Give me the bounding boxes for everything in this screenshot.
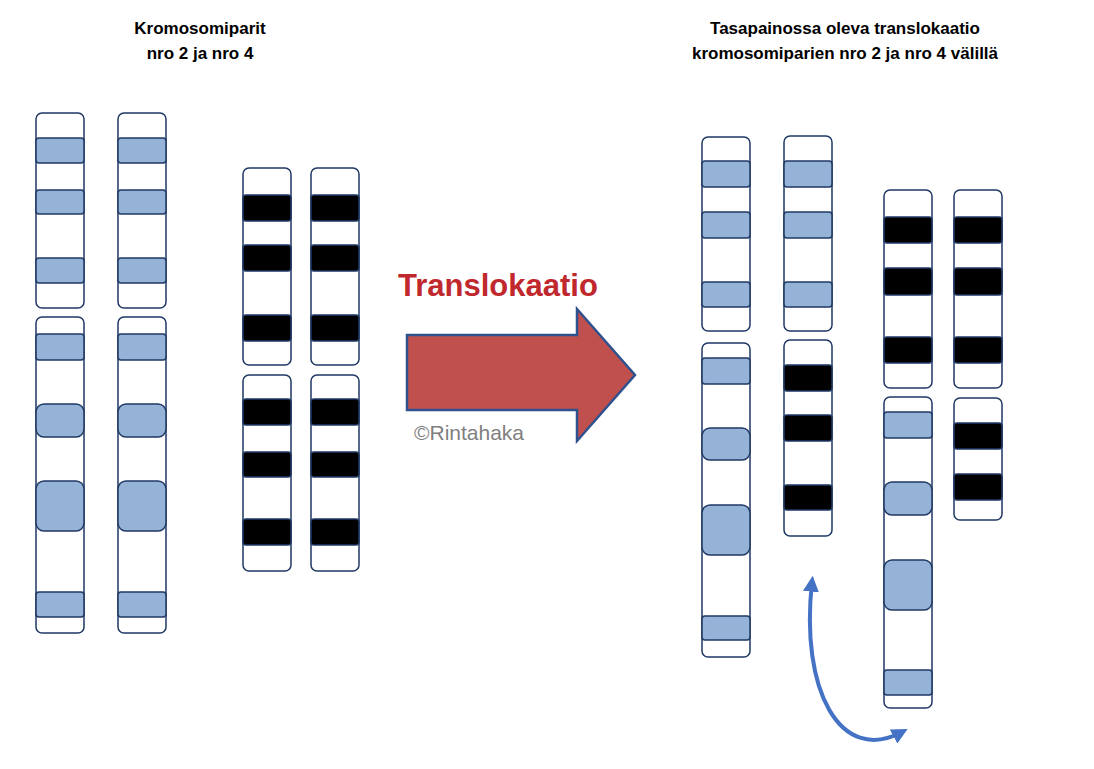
chromosome-arm bbox=[243, 168, 291, 365]
copyright-watermark: ©Rintahaka bbox=[414, 421, 524, 445]
chromosome-arm bbox=[118, 113, 166, 308]
chromosome-band bbox=[884, 337, 932, 363]
chromosomes bbox=[36, 113, 1002, 708]
exchange-arrow bbox=[810, 582, 902, 740]
chromosome-arm bbox=[954, 190, 1002, 388]
chromosome-band bbox=[884, 482, 932, 515]
chromosome-arm bbox=[784, 340, 832, 536]
chromosome-arm bbox=[884, 190, 932, 388]
chromosome-band bbox=[243, 315, 291, 341]
chromosome-band bbox=[36, 481, 84, 531]
chromosome-band bbox=[311, 519, 359, 545]
chromosome-band bbox=[954, 217, 1002, 243]
chromosome-band bbox=[118, 138, 166, 163]
chromosome-band bbox=[311, 452, 359, 477]
chromosome-band bbox=[954, 268, 1002, 295]
chromosome-band bbox=[243, 195, 291, 221]
chromosome-band bbox=[784, 365, 832, 391]
chromosome-band bbox=[311, 245, 359, 271]
chromosome-band bbox=[784, 161, 832, 187]
chromosome-band bbox=[118, 258, 166, 283]
chromosome-band bbox=[118, 334, 166, 360]
chromosome-band bbox=[243, 452, 291, 477]
chromosome-band bbox=[784, 212, 832, 238]
chromosome-band bbox=[784, 282, 832, 307]
chromosome-band bbox=[954, 423, 1002, 449]
panel-heading: Tasapainossa oleva translokaatio kromoso… bbox=[665, 16, 1025, 66]
process-label: Translokaatio bbox=[398, 268, 598, 304]
chromosome-band bbox=[884, 412, 932, 438]
chromosome-band bbox=[36, 258, 84, 283]
chromosome-arm bbox=[954, 398, 1002, 520]
chromosome-arm bbox=[784, 136, 832, 331]
chromosome-band bbox=[36, 592, 84, 617]
chromosome-band bbox=[118, 404, 166, 437]
chromosome-band bbox=[36, 404, 84, 437]
chromosome-arm bbox=[702, 137, 750, 331]
chromosome-arm bbox=[118, 317, 166, 633]
chromosome-band bbox=[36, 334, 84, 360]
chromosome-band bbox=[311, 399, 359, 425]
panel-heading: Kromosomiparit nro 2 ja nro 4 bbox=[130, 16, 270, 66]
chromosome-band bbox=[954, 337, 1002, 363]
chromosome-band bbox=[702, 358, 750, 384]
chromosome-band bbox=[702, 212, 750, 238]
chromosome-band bbox=[784, 415, 832, 441]
chromosome-band bbox=[884, 268, 932, 295]
chromosome-arm bbox=[36, 113, 84, 308]
chromosome-band bbox=[118, 190, 166, 214]
chromosome-band bbox=[702, 616, 750, 640]
chromosome-arm bbox=[702, 343, 750, 657]
chromosome-arm bbox=[311, 168, 359, 365]
chromosome-band bbox=[884, 217, 932, 243]
chromosome-band bbox=[884, 670, 932, 695]
chromosome-band bbox=[243, 399, 291, 425]
chromosome-band bbox=[702, 505, 750, 555]
chromosome-band bbox=[702, 282, 750, 307]
chromosome-band bbox=[311, 315, 359, 341]
chromosome-arm bbox=[243, 375, 291, 571]
chromosome-arm bbox=[884, 397, 932, 708]
chromosome-band bbox=[784, 485, 832, 510]
chromosome-band bbox=[702, 428, 750, 460]
chromosome-band bbox=[884, 560, 932, 610]
chromosome-band bbox=[243, 245, 291, 271]
chromosome-band bbox=[118, 592, 166, 617]
chromosome-band bbox=[36, 138, 84, 163]
chromosome-band bbox=[702, 161, 750, 187]
chromosome-band bbox=[118, 481, 166, 531]
chromosome-arm bbox=[311, 375, 359, 571]
chromosome-band bbox=[243, 519, 291, 545]
chromosome-arm bbox=[36, 317, 84, 633]
chromosome-band bbox=[954, 474, 1002, 500]
chromosome-band bbox=[311, 195, 359, 221]
chromosome-band bbox=[36, 190, 84, 214]
